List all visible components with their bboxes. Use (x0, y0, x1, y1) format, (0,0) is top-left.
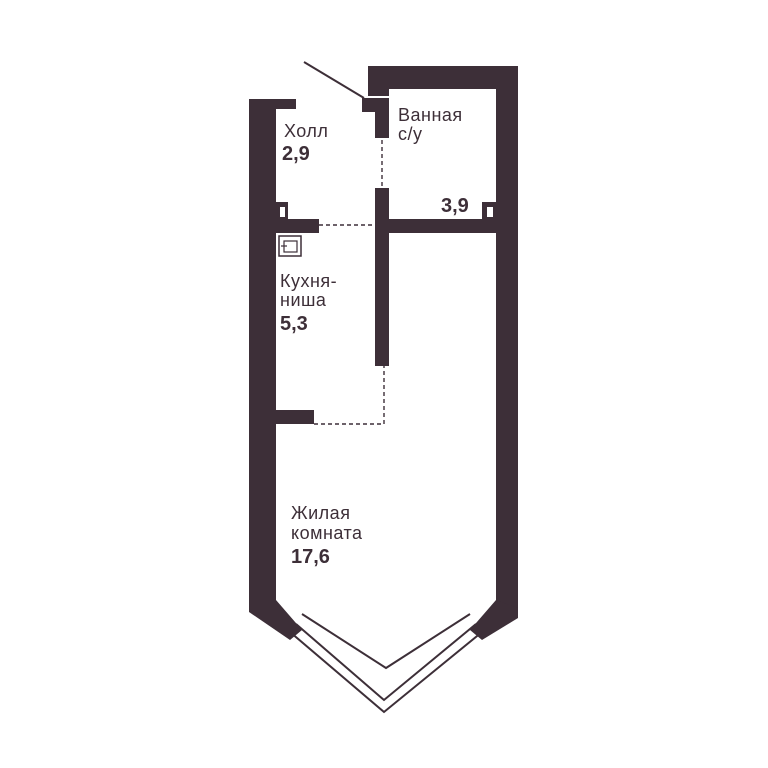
room-name-kitchen: Кухня- (280, 271, 338, 291)
room-name-living-line2: комната (291, 523, 363, 543)
wall-bath-bottom (389, 219, 496, 233)
wall-hall-stub (276, 219, 319, 233)
wall-left (249, 99, 276, 610)
wall-center-partition (375, 188, 389, 366)
wall-kitchen-stub (276, 410, 314, 424)
wall-bay-left (249, 600, 302, 640)
wall-bath-post-lower (375, 112, 389, 138)
room-name-hall: Холл (284, 121, 329, 141)
wall-top-right (368, 66, 518, 89)
room-name-kitchen-line2: ниша (280, 290, 327, 310)
room-area-kitchen: 5,3 (280, 313, 308, 335)
room-area-hall: 2,9 (282, 143, 310, 165)
room-name-living: Жилая (291, 503, 351, 523)
opening-kitchen-living (314, 366, 385, 425)
door-swing-icon (303, 61, 365, 99)
room-area-living: 17,6 (291, 546, 330, 568)
room-name-bathroom: Ванная (398, 105, 463, 125)
window-inner-line (289, 631, 483, 714)
wall-right (496, 66, 518, 618)
sink-icon (278, 235, 302, 257)
wall-bath-post-jamb (362, 98, 389, 112)
room-name-bathroom-line2: с/у (398, 124, 423, 144)
room-area-bathroom: 3,9 (441, 195, 469, 217)
wall-bath-post-top (368, 66, 389, 96)
wall-bay-right (470, 600, 518, 640)
window-sill-line (301, 613, 471, 670)
window-outer-line (295, 623, 477, 702)
